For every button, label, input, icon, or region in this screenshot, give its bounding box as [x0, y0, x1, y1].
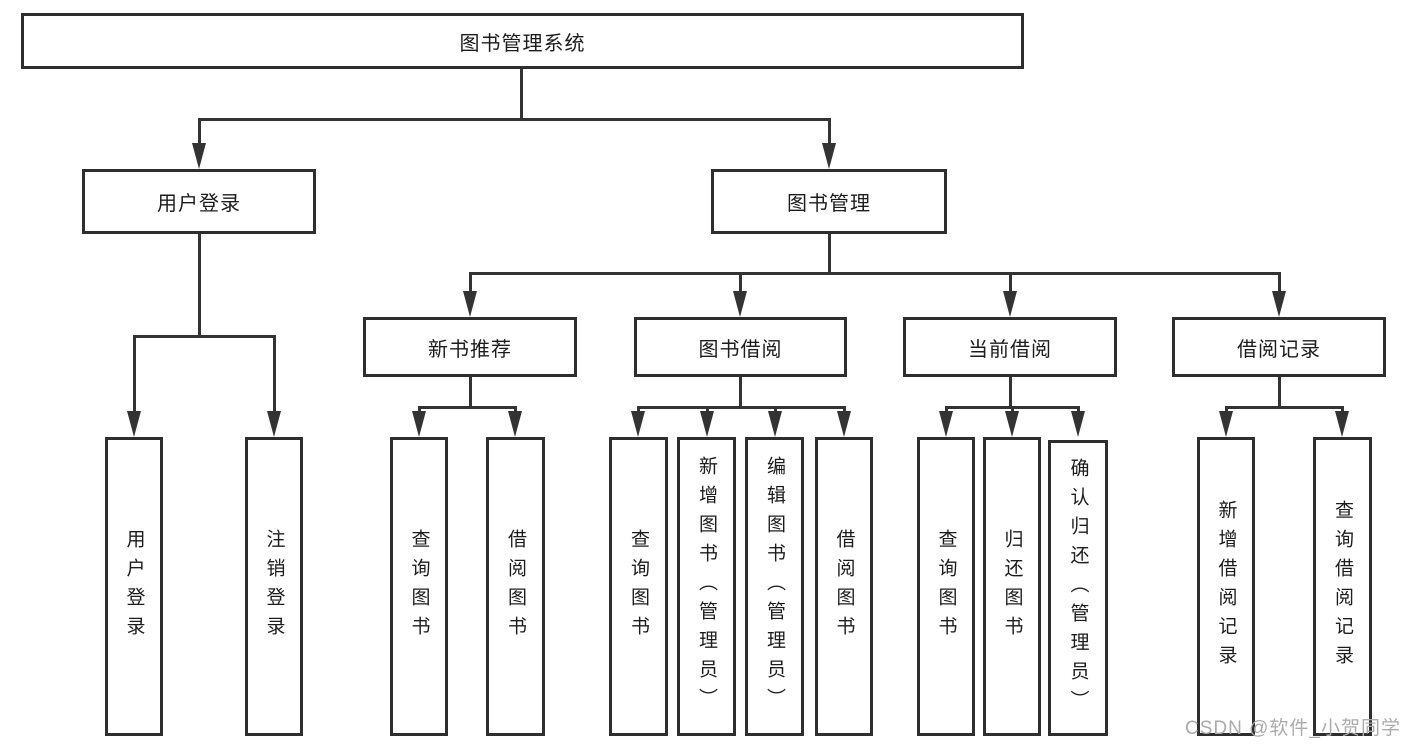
- leaf-borrowing-add-books-admin: 新增图书（管理员）: [677, 437, 736, 736]
- arrow-down-bb-add: [700, 411, 714, 437]
- node-book-borrowing: 图书借阅: [634, 317, 847, 377]
- connector-drop-records-line: [1278, 272, 1281, 296]
- connector-user-bar: [133, 335, 276, 338]
- leaf-current-query-books-label: 查询图书: [935, 528, 957, 645]
- arrow-down-logout: [267, 411, 281, 437]
- node-book-borrowing-label: 图书借阅: [698, 338, 783, 361]
- node-new-book-recommend-label: 新书推荐: [428, 338, 512, 361]
- arrow-down-br-query: [1335, 411, 1349, 437]
- arrow-down-recommend: [463, 291, 477, 317]
- node-current-borrowing: 当前借阅: [903, 317, 1117, 377]
- connector-borrowing-bar: [637, 406, 846, 409]
- node-borrow-records: 借阅记录: [1172, 317, 1386, 377]
- node-book-management-label: 图书管理: [787, 193, 871, 215]
- leaf-recommend-borrow-books-label: 借阅图书: [505, 528, 526, 645]
- leaf-recommend-borrow-books: 借阅图书: [486, 437, 545, 736]
- leaf-borrowing-edit-books-admin: 编辑图书（管理员）: [745, 437, 804, 736]
- node-user-login-group-label: 用户登录: [157, 193, 241, 215]
- leaf-borrowing-borrow-books-label: 借阅图书: [833, 528, 855, 645]
- connector-recommend-bar: [418, 406, 517, 409]
- leaf-current-confirm-return-admin: 确认归还（管理员）: [1048, 440, 1108, 736]
- leaf-current-confirm-return-admin-label: 确认归还（管理员）: [1067, 457, 1089, 719]
- arrow-down-user: [192, 143, 206, 169]
- arrow-down-cb-confirm: [1071, 411, 1085, 437]
- connector-records-bar: [1225, 406, 1344, 409]
- arrow-down-rec-borrow: [508, 411, 522, 437]
- connector-mgmt-bar: [469, 272, 1281, 275]
- node-user-login-group: 用户登录: [82, 169, 316, 234]
- arrow-down-rec-query: [412, 411, 426, 437]
- arrow-down-records: [1272, 291, 1286, 317]
- leaf-borrowing-borrow-books: 借阅图书: [815, 437, 873, 736]
- arrow-down-mgmt: [822, 143, 836, 169]
- leaf-logout-label: 注销登录: [263, 528, 285, 645]
- leaf-user-login-label: 用户登录: [123, 528, 145, 645]
- node-borrow-records-label: 借阅记录: [1237, 338, 1321, 361]
- leaf-borrowing-add-books-admin-label: 新增图书（管理员）: [696, 456, 717, 717]
- leaf-recommend-query-books: 查询图书: [390, 437, 448, 736]
- connector-drop-borrowing-line: [739, 272, 742, 296]
- connector-recommend-stem: [469, 376, 472, 409]
- leaf-borrowing-edit-books-admin-label: 编辑图书（管理员）: [764, 456, 785, 717]
- connector-root-stem: [520, 68, 523, 120]
- arrow-down-bb-borrow: [837, 411, 851, 437]
- leaf-records-add-record-label: 新增借阅记录: [1215, 499, 1237, 674]
- leaf-records-query-record-label: 查询借阅记录: [1332, 499, 1353, 674]
- arrow-down-cb-return: [1005, 411, 1019, 437]
- arrow-down-borrowing: [733, 291, 747, 317]
- connector-user-stem: [198, 233, 201, 338]
- node-root-label: 图书管理系统: [459, 32, 586, 55]
- leaf-borrowing-query-books-label: 查询图书: [628, 528, 649, 645]
- connector-current-stem: [1009, 376, 1012, 409]
- node-book-management: 图书管理: [711, 169, 947, 234]
- csdn-watermark: CSDN @软件_小贺同学: [1185, 718, 1401, 739]
- connector-drop-login-line: [133, 335, 136, 415]
- connector-records-stem: [1278, 376, 1281, 409]
- arrow-down-current: [1003, 291, 1017, 317]
- leaf-records-query-record: 查询借阅记录: [1313, 437, 1372, 736]
- leaf-records-add-record: 新增借阅记录: [1197, 437, 1255, 736]
- connector-mgmt-stem: [828, 233, 831, 275]
- leaf-current-return-books-label: 归还图书: [1001, 528, 1023, 645]
- connector-drop-mgmt-line: [828, 118, 831, 146]
- arrow-down-cb-query: [939, 411, 953, 437]
- arrow-down-br-add: [1219, 411, 1233, 437]
- connector-drop-logout-line: [273, 335, 276, 415]
- connector-drop-current-line: [1009, 272, 1012, 296]
- connector-drop-recommend-line: [469, 272, 472, 296]
- connector-borrowing-stem: [739, 376, 742, 409]
- node-current-borrowing-label: 当前借阅: [968, 338, 1052, 361]
- leaf-current-query-books: 查询图书: [917, 437, 975, 736]
- arrow-down-bb-edit: [768, 411, 782, 437]
- arrow-down-login: [127, 411, 141, 437]
- connector-root-bar: [198, 118, 831, 121]
- leaf-current-return-books: 归还图书: [983, 437, 1041, 736]
- connector-drop-user-line: [198, 118, 201, 146]
- node-root: 图书管理系统: [21, 13, 1024, 69]
- leaf-logout: 注销登录: [245, 437, 303, 736]
- leaf-recommend-query-books-label: 查询图书: [408, 528, 430, 645]
- node-new-book-recommend: 新书推荐: [363, 317, 577, 377]
- leaf-user-login: 用户登录: [105, 437, 163, 736]
- arrow-down-bb-query: [631, 411, 645, 437]
- leaf-borrowing-query-books: 查询图书: [609, 437, 668, 736]
